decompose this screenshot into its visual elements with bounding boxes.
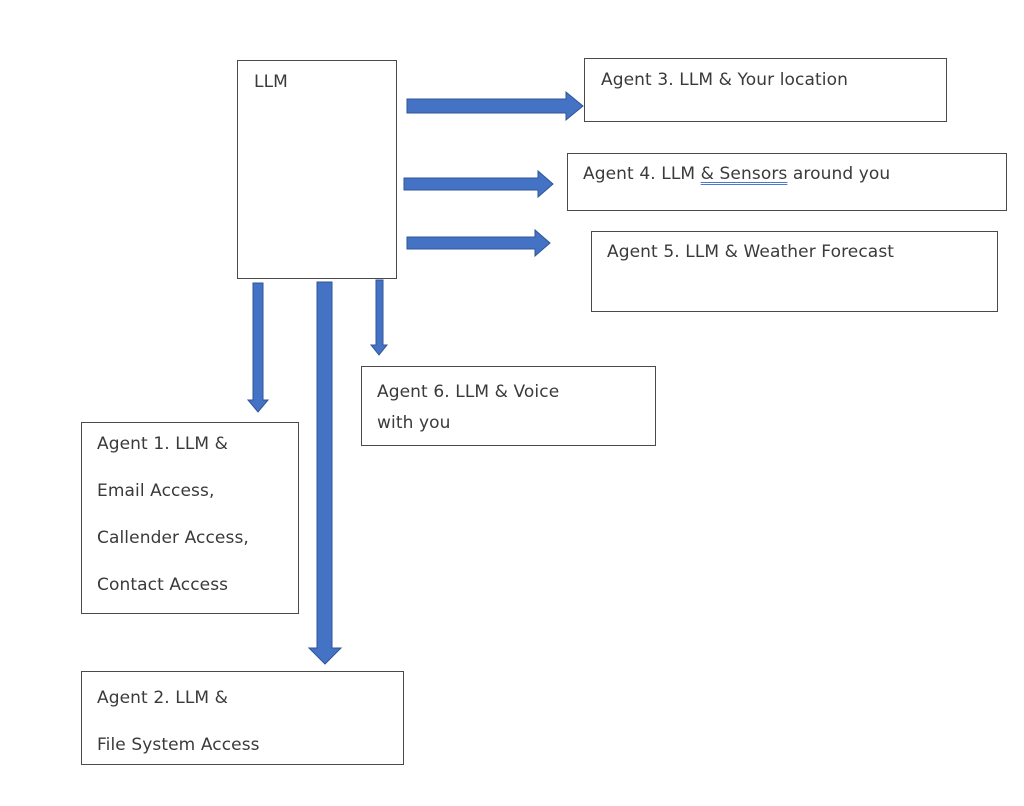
agent4-label: Agent 4. LLM & Sensors around you [583,164,1006,184]
agent6-node: Agent 6. LLM & Voice with you [361,366,656,446]
agent5-node: Agent 5. LLM & Weather Forecast [591,231,998,312]
agent5-label: Agent 5. LLM & Weather Forecast [607,242,895,262]
grammar-check-underline: & Sensors [700,164,788,184]
llm-node: LLM [237,60,397,279]
agent4-node: Agent 4. LLM & Sensors around you [567,153,1007,211]
agent6-label-line: Agent 6. LLM & Voice [377,382,560,402]
arrow-llm-to-agent4 [403,169,554,199]
agent1-label-line: Agent 1. LLM & [97,434,229,454]
agent4-label-suffix: around you [787,164,891,184]
agent2-label-line: File System Access [97,735,260,755]
agent3-label: Agent 3. LLM & Your location [601,70,848,90]
agent6-label-line: with you [377,413,451,433]
agent3-node: Agent 3. LLM & Your location [584,58,947,122]
arrow-llm-to-agent5 [406,228,551,258]
agent2-label-line: Agent 2. LLM & [97,688,229,708]
agent1-node: Agent 1. LLM & Email Access, Callender A… [81,422,299,614]
agent1-label-line: Callender Access, [97,528,249,548]
llm-node-label: LLM [254,72,288,92]
arrow-llm-to-agent1 [246,282,270,413]
agent2-node: Agent 2. LLM & File System Access [81,671,404,765]
agent1-label-line: Email Access, [97,481,215,501]
agent1-label-line: Contact Access [97,575,229,595]
arrow-llm-to-agent2 [307,281,343,665]
arrow-llm-to-agent3 [406,90,584,122]
arrow-llm-to-agent6 [369,279,389,356]
agent4-label-prefix: Agent 4. LLM [583,164,701,184]
